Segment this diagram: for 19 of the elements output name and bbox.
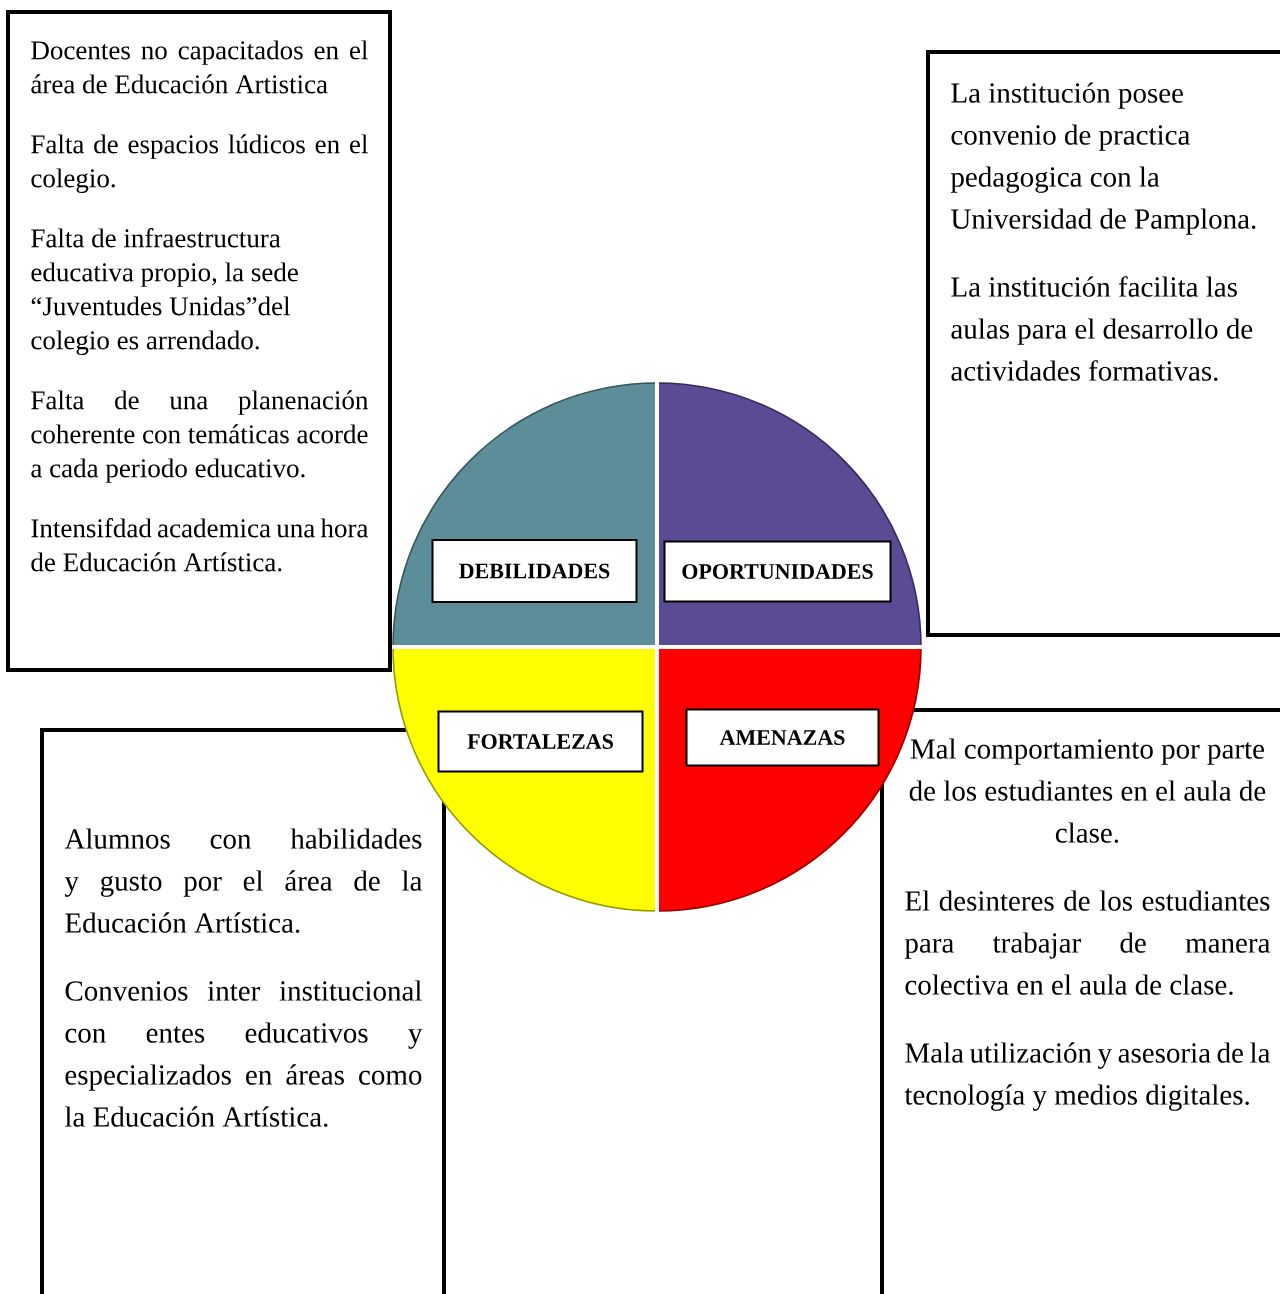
paragraph-text: El desinteres de los estudiantes para trabajar de manera colectiva en el aula de clase. — [904, 890, 1271, 995]
paragraph-text: Mal comportamiento por parte de los estudiantes en el aula de clase. — [909, 738, 1266, 843]
paragraph-text: La institución facilita las aulas para el desarrollo de actividades formativas. — [951, 276, 1253, 381]
text-box — [6, 10, 392, 672]
label-box: FORTALEZAS — [437, 710, 644, 773]
text-box — [926, 50, 1280, 637]
paragraph-text: Falta de infraestructura educativa propio, la sede “Juventudes Unidas”del colegio es arrendado. — [31, 228, 298, 355]
label-box: DEBILIDADES — [431, 539, 638, 603]
paragraph-text: La institución posee convenio de practica pedagogica con la Universidad de Pamplona. — [950, 82, 1256, 235]
label-box: AMENAZAS — [685, 708, 880, 767]
paragraph-text: Convenios inter institucional con entes educativos y especializados en áreas como la Educación Artística. — [65, 980, 423, 1127]
label-box: OPORTUNIDADES — [663, 540, 892, 603]
paragraph-text: Alumnos con habilidades y gusto por el área de la Educación Artística. — [64, 828, 423, 933]
paragraph-text: Mala utilización y asesoria de la tecnología y medios digitales. — [904, 1042, 1271, 1111]
text-box — [40, 728, 446, 1294]
paragraph-text: Falta de espacios lúdicos en el colegio. — [31, 134, 368, 193]
paragraph-text: Intensifdad academica una hora de Educación Artística. — [31, 518, 369, 572]
paragraph-text: Falta de una planenación coherente con temáticas acorde a cada periodo educativo. — [31, 390, 368, 483]
paragraph-text: Docentes no capacitados en el área de Educación Artistica — [31, 40, 368, 94]
